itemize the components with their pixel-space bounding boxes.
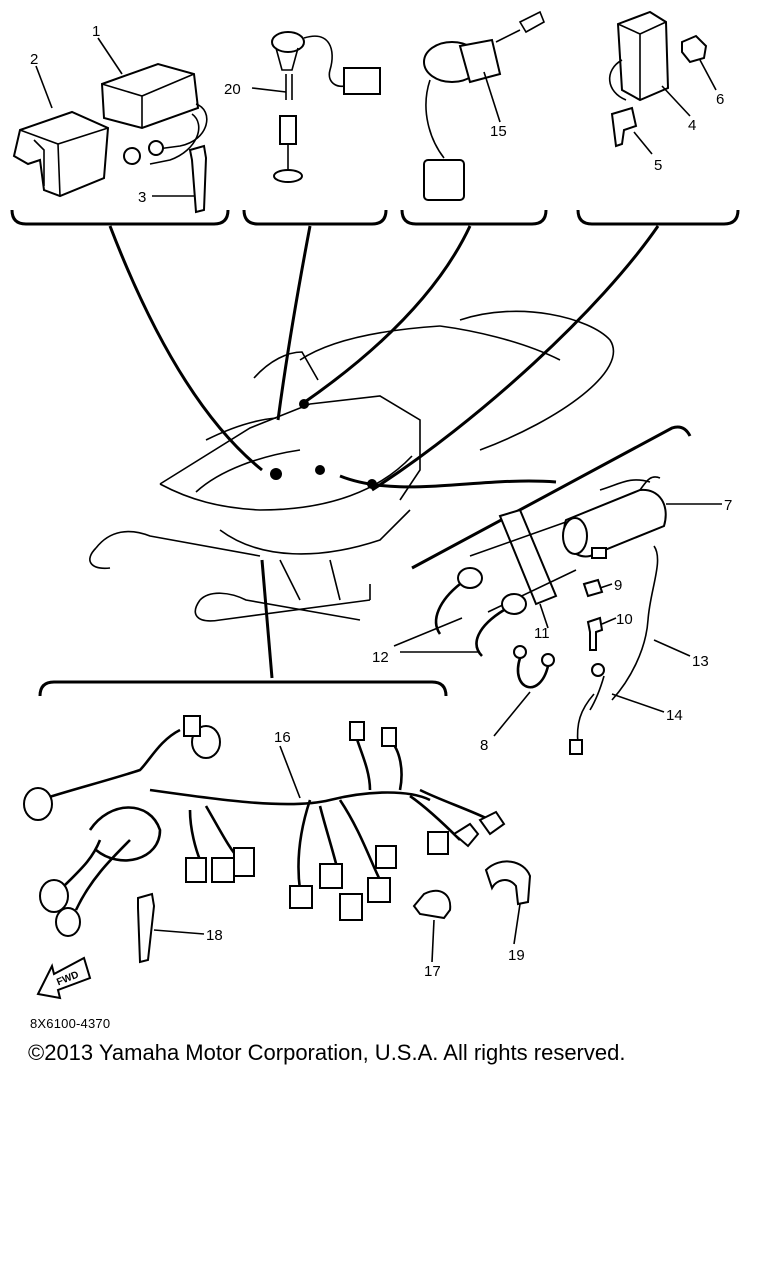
snowmobile-body: [89, 310, 615, 622]
rectifier-regulator: [608, 10, 708, 148]
label-part-20: 20: [224, 81, 241, 98]
label-part-10: 10: [616, 611, 633, 628]
wire-harness: [23, 715, 506, 937]
forward-arrow: FWD: [36, 956, 92, 1000]
cable-tie: [137, 892, 156, 964]
band-strap: [188, 144, 208, 214]
bracket-group-plug: [242, 209, 388, 226]
diagram-code: 8X6100-4370: [30, 1016, 111, 1031]
label-part-18: 18: [206, 927, 223, 944]
nut-and-bolt: [582, 578, 604, 651]
plug-cap-assembly: [271, 31, 381, 183]
bracket-group-cdi: [10, 209, 230, 226]
bracket-group-switch: [400, 209, 548, 226]
label-part-7: 7: [724, 497, 732, 514]
bracket-group-rectifier: [576, 209, 740, 226]
label-part-19: 19: [508, 947, 525, 964]
label-part-17: 17: [424, 963, 441, 980]
label-part-12: 12: [372, 649, 389, 666]
ignition-coil: [562, 476, 667, 559]
leader-lines: [108, 225, 660, 679]
label-part-3: 3: [138, 189, 146, 206]
label-part-1: 1: [92, 23, 100, 40]
label-leaders: [35, 37, 722, 963]
label-part-4: 4: [688, 117, 696, 134]
label-part-5: 5: [654, 157, 662, 174]
cdi-unit: [100, 62, 208, 165]
wire-clip: [513, 645, 555, 689]
label-part-11: 11: [534, 625, 550, 642]
coil-group-outline: [411, 425, 692, 570]
ground-lead: [569, 545, 659, 755]
label-part-13: 13: [692, 653, 709, 670]
label-part-16: 16: [274, 729, 291, 746]
copyright-notice: ©2013 Yamaha Motor Corporation, U.S.A. A…: [28, 1040, 626, 1065]
cdi-cover: [12, 110, 110, 198]
exploded-parts-diagram: FWD 1 2 3 4 5 6 7 8 9 10 11 12 13 14 15 …: [10, 10, 740, 1000]
clamp-small: [412, 889, 452, 920]
label-part-8: 8: [480, 737, 488, 754]
label-part-15: 15: [490, 123, 507, 140]
bracket-group-harness: [38, 680, 448, 697]
label-part-9: 9: [614, 577, 622, 594]
label-part-6: 6: [716, 91, 724, 108]
label-part-14: 14: [666, 707, 683, 724]
clamp-large: [484, 860, 532, 906]
spark-plug-caps: [434, 567, 527, 657]
label-part-2: 2: [30, 51, 38, 68]
main-switch: [423, 10, 546, 201]
